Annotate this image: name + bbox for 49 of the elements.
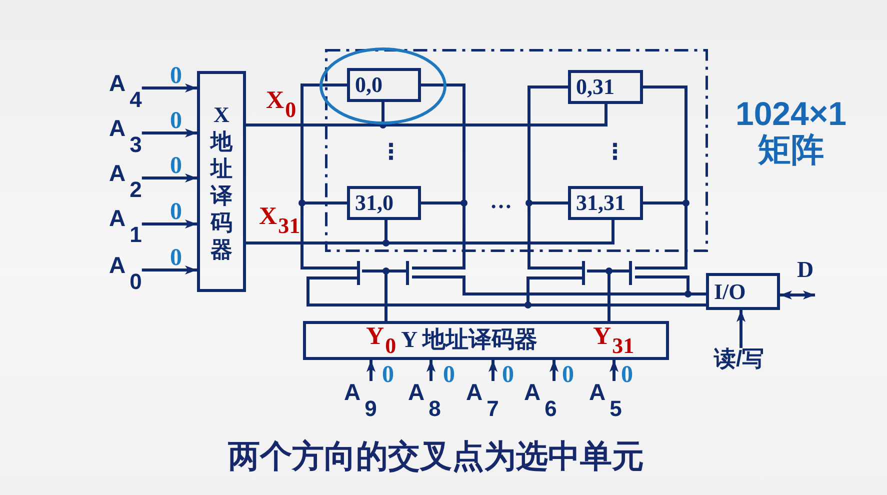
arrow (780, 290, 815, 300)
decoder-label: Y 地址译码器 (401, 328, 538, 351)
word-line (386, 220, 614, 244)
arrow (142, 174, 197, 182)
ellipsis: ⋮ (604, 142, 626, 164)
io-box: I/O (706, 273, 780, 310)
decoder-box (303, 321, 669, 360)
edge-label: 0 (170, 157, 182, 176)
select-line (608, 285, 610, 321)
caption: 两个方向的交叉点为选中单元 (228, 440, 644, 472)
control-label: 读/写 (714, 348, 764, 370)
arrow (142, 128, 197, 138)
edge-label: 0 (170, 249, 182, 268)
transistor-switch (582, 261, 635, 285)
memory-cell: 31,31 (568, 186, 643, 220)
select-line (384, 285, 388, 321)
decoder-box: X 地址译码器 (197, 71, 246, 292)
edge-label: 0 (502, 366, 514, 386)
arrow (142, 220, 197, 228)
ellipsis: ⋮ (380, 142, 402, 164)
matrix-heading: 1024×1 矩阵 (734, 96, 848, 168)
arrow (142, 266, 197, 274)
edge-label: 0 (170, 203, 182, 222)
memory-cell: 0,0 (347, 68, 421, 102)
ellipsis: … (490, 190, 512, 212)
arrow (736, 310, 746, 348)
edge-label: 0 (170, 112, 182, 132)
signal-label: Y$_{0}$ (366, 324, 396, 357)
edge-label: 0 (621, 366, 633, 386)
memory-cell: 0,31 (568, 70, 643, 104)
arrow (610, 360, 618, 381)
edge-label: X$_{0}$ (266, 88, 296, 121)
transistor-switch (357, 261, 412, 285)
bit-line (529, 202, 568, 204)
edge-label: X$_{31}$ (259, 204, 300, 237)
edge-label: D (797, 258, 814, 281)
arrow (550, 360, 558, 381)
edge-label: 0 (443, 366, 455, 386)
arrow (426, 360, 436, 381)
arrow (488, 360, 498, 381)
arrow (366, 360, 376, 381)
signal-label: Y$_{31}$ (593, 324, 634, 357)
edge-label: 0 (170, 67, 182, 86)
memory-cell: 31,0 (347, 186, 421, 220)
edge-label: 0 (382, 366, 394, 386)
arrow (142, 84, 197, 92)
bit-line (302, 202, 347, 204)
data-line (528, 304, 706, 306)
edge-label: 0 (562, 366, 574, 386)
